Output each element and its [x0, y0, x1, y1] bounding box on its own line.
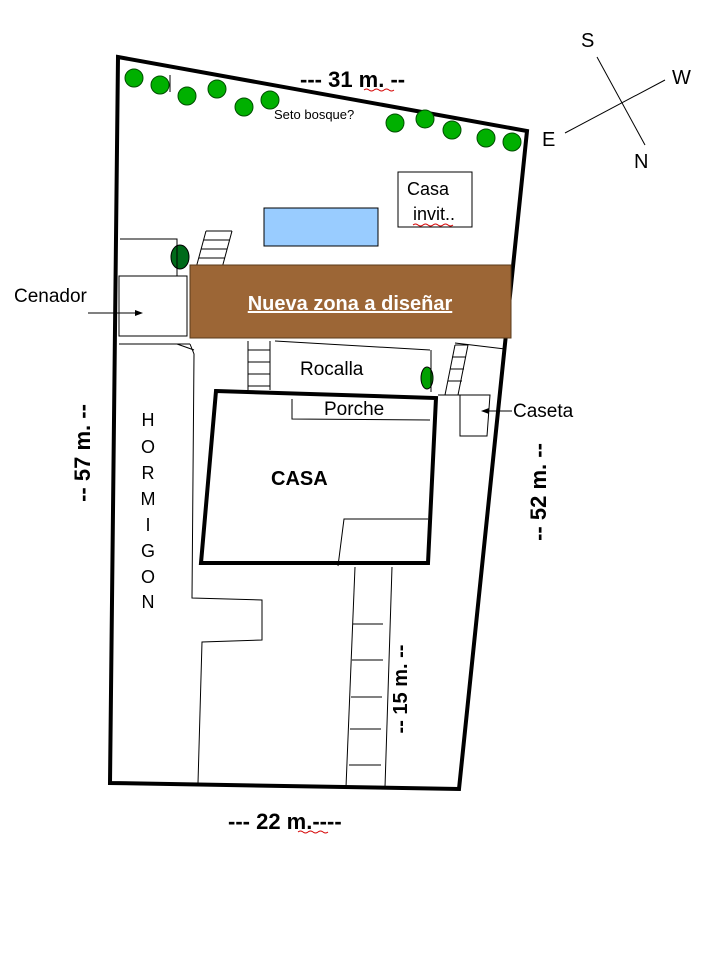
- concrete-letter: O: [141, 437, 155, 457]
- plot-boundary: [107, 54, 530, 792]
- concrete-letter: R: [142, 463, 155, 483]
- hedge-shrub: [415, 109, 435, 129]
- compass-east-label: E: [542, 129, 555, 151]
- left-dimension-label: -- 57 m. --: [70, 404, 95, 502]
- hedge-label: Seto bosque?: [274, 107, 354, 122]
- hedge-shrub: [385, 113, 405, 133]
- hedge-row: [124, 68, 522, 152]
- hedge-shrub: [124, 68, 144, 88]
- rockery-shrub: [420, 366, 434, 390]
- steps-right: [444, 344, 469, 396]
- porch-label: Porche: [324, 399, 384, 420]
- gazebo: [118, 238, 195, 351]
- concrete-label: H O R M I G O N: [141, 410, 156, 612]
- path-dimension: -- 15 m. --: [390, 645, 412, 734]
- right-dimension: -- 52 m. --: [526, 443, 551, 541]
- new-zone-label: Nueva zona a diseñar: [248, 293, 453, 315]
- gazebo-label: Cenador: [14, 286, 88, 307]
- left-dimension: -- 57 m. --: [70, 404, 95, 502]
- compass-south-label: S: [581, 30, 594, 52]
- main-house: [198, 388, 439, 565]
- compass-west-label: W: [672, 67, 691, 89]
- concrete-letter: M: [141, 489, 156, 509]
- steps-upper: [195, 230, 233, 269]
- tree: [170, 244, 190, 270]
- path-steps: [345, 566, 393, 788]
- bottom-dimension-label: --- 22 m.----: [228, 809, 342, 834]
- rockery-label: Rocalla: [300, 359, 364, 380]
- driveway-outline: [189, 343, 263, 784]
- porch-outline: [291, 399, 431, 421]
- right-dimension-label: -- 52 m. --: [526, 443, 551, 541]
- hedge-shrub: [502, 132, 522, 152]
- compass-north-label: N: [634, 151, 648, 173]
- top-dimension-label: --- 31 m. --: [300, 67, 405, 92]
- hedge-shrub: [260, 90, 280, 110]
- concrete-letter: I: [145, 515, 150, 535]
- hedge-shrub: [207, 79, 227, 99]
- hedge-shrub: [150, 75, 170, 95]
- concrete-letter: O: [141, 567, 155, 587]
- guest-house-label-line2: invit..: [413, 204, 455, 224]
- hedge-shrub: [476, 128, 496, 148]
- shed-label: Caseta: [513, 401, 574, 422]
- new-zone-area: [189, 264, 512, 339]
- compass: S W E N: [542, 30, 691, 173]
- concrete-letter: N: [142, 592, 155, 612]
- hedge-shrub: [177, 86, 197, 106]
- guest-house-label-line1: Casa: [407, 179, 450, 199]
- concrete-letter: H: [142, 410, 155, 430]
- hedge-shrub: [442, 120, 462, 140]
- guest-house: [397, 171, 473, 228]
- path-dimension-label: -- 15 m. --: [390, 645, 412, 734]
- concrete-letter: G: [141, 541, 155, 561]
- gazebo-arrow: [88, 310, 143, 316]
- shed-arrow: [481, 408, 512, 414]
- pool: [263, 207, 379, 247]
- house-label: CASA: [271, 468, 328, 490]
- shed: [438, 394, 491, 437]
- hedge-shrub: [234, 97, 254, 117]
- steps-middle: [247, 341, 271, 390]
